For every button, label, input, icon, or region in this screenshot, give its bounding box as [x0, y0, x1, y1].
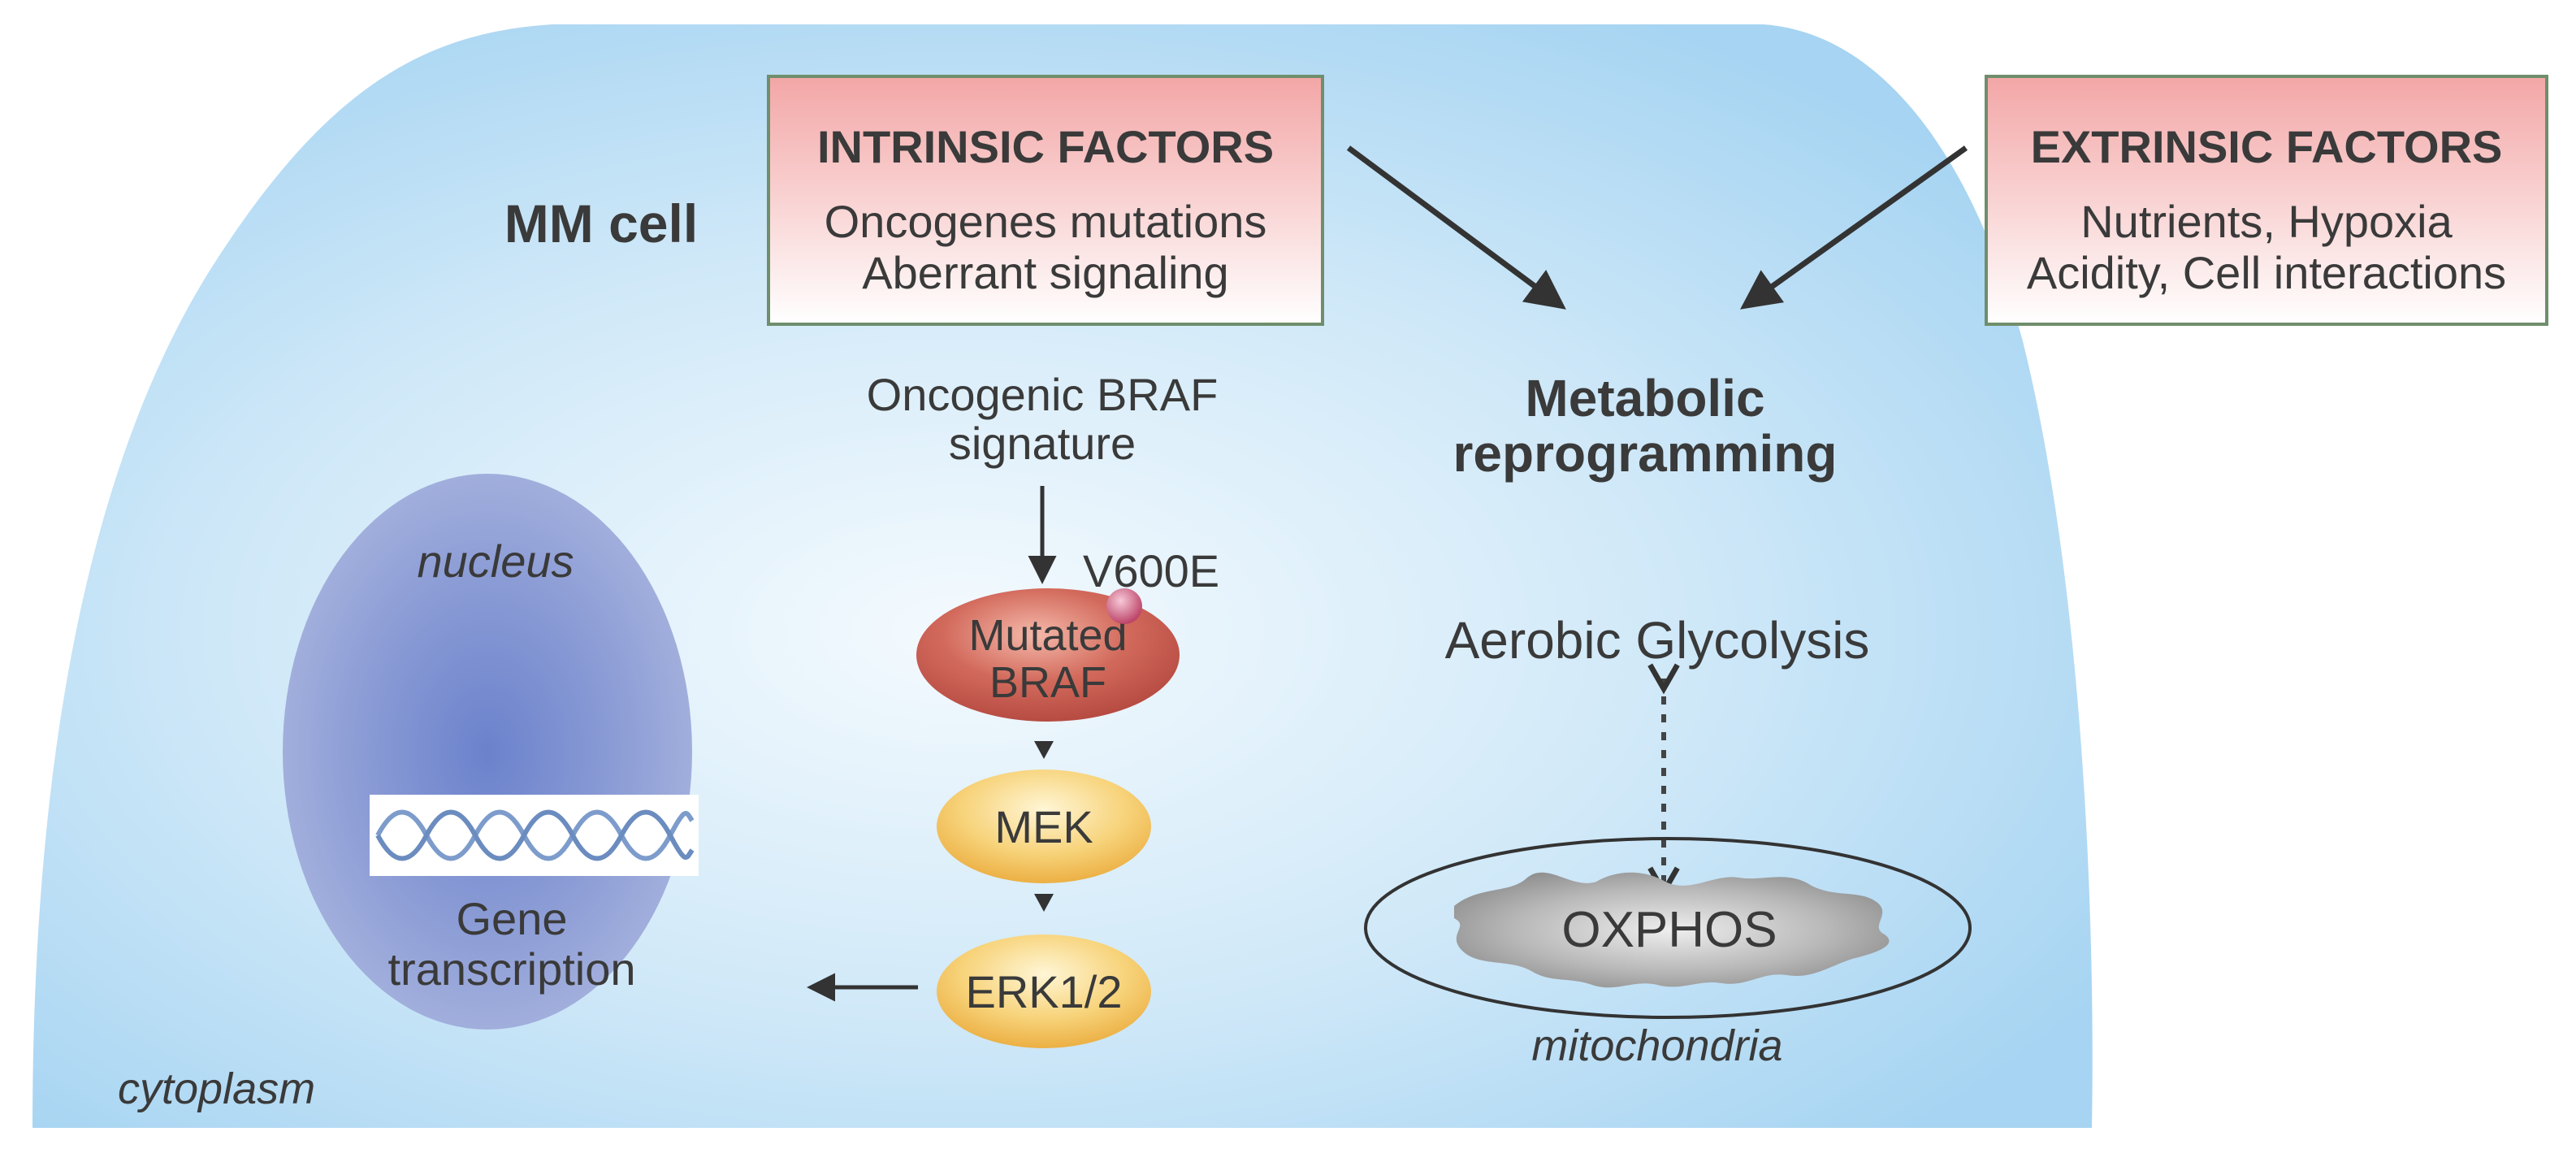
- gene-line2: transcription: [387, 943, 635, 995]
- intrinsic-title: INTRINSIC FACTORS: [817, 121, 1274, 172]
- signature-line2: signature: [949, 418, 1136, 469]
- extrinsic-line2: Acidity, Cell interactions: [2027, 247, 2506, 298]
- extrinsic-title: EXTRINSIC FACTORS: [2031, 121, 2503, 172]
- mek-node: MEK: [937, 770, 1151, 883]
- dna-box: [370, 795, 699, 876]
- intrinsic-line2: Aberrant signaling: [862, 247, 1228, 298]
- dna-helix-strand: [375, 809, 695, 861]
- intrinsic-line1: Oncogenes mutations: [825, 196, 1267, 247]
- gene-line1: Gene: [457, 893, 568, 944]
- mitochondria-label: mitochondria: [1531, 1021, 1782, 1070]
- erk-node: ERK1/2: [937, 934, 1151, 1048]
- oxphos-label: OXPHOS: [1561, 902, 1777, 958]
- metabolic-line2: reprogramming: [1453, 424, 1838, 483]
- braf-line1: Mutated: [968, 611, 1127, 660]
- extrinsic-line1: Nutrients, Hypoxia: [2080, 196, 2453, 247]
- nucleus: nucleus Gene transcription: [283, 474, 699, 1030]
- extrinsic-arrow: [1740, 145, 1968, 310]
- glycolysis-label: Aerobic Glycolysis: [1445, 611, 1870, 670]
- braf-line2: BRAF: [989, 658, 1106, 707]
- cell-title: MM cell: [504, 193, 698, 254]
- dna-helix-icon: [375, 809, 695, 861]
- mutation-label: V600E: [1083, 545, 1219, 596]
- mitochondria: OXPHOS: [1364, 837, 1972, 1019]
- intrinsic-arrow: [1346, 145, 1566, 310]
- braf-node: Mutated BRAF: [916, 588, 1180, 722]
- mitochondria-cristae-icon: [1454, 872, 1890, 988]
- cytoplasm-label: cytoplasm: [118, 1064, 315, 1113]
- erk-label: ERK1/2: [966, 966, 1123, 1017]
- signature-line1: Oncogenic BRAF: [867, 369, 1219, 420]
- mek-erk-arrowhead: [1034, 894, 1054, 912]
- nucleus-label: nucleus: [417, 535, 574, 587]
- mek-label: MEK: [994, 801, 1093, 852]
- metabolic-line1: Metabolic: [1525, 369, 1764, 427]
- intrinsic-factors-box: INTRINSIC FACTORS Oncogenes mutations Ab…: [767, 75, 1324, 326]
- phospho-site-dot: [1106, 588, 1142, 624]
- extrinsic-factors-box: EXTRINSIC FACTORS Nutrients, Hypoxia Aci…: [1985, 75, 2548, 326]
- braf-mek-arrowhead: [1034, 741, 1054, 759]
